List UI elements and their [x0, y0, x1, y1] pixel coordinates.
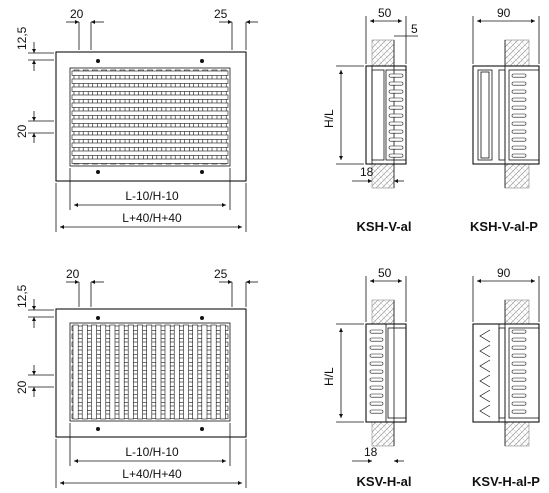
screw-hole: [200, 59, 204, 63]
section-depth: 50: [378, 266, 392, 280]
section-a-bottom: 50 H/L 18 KSV-H-al: [322, 266, 411, 489]
screw-hole: [96, 316, 100, 320]
dim-side-top: 12,5: [15, 26, 29, 50]
dim-side-top: 12,5: [15, 284, 29, 308]
grille-frame: [55, 51, 247, 182]
section-bottom: 18: [364, 445, 378, 459]
section-bottom: 18: [360, 165, 374, 179]
dim-side-blade: 20: [15, 124, 29, 138]
dim-outer: L+40/H+40: [122, 467, 182, 481]
blade-grid: [71, 324, 229, 420]
model-label: KSV-H-al: [357, 474, 412, 489]
blade-grid: [71, 69, 229, 165]
screw-hole: [96, 170, 100, 174]
model-label: KSV-H-al-P: [472, 474, 540, 489]
screw-hole: [96, 59, 100, 63]
section-height: H/L: [322, 109, 336, 128]
screw-hole: [96, 427, 100, 431]
section-offset: 5: [411, 22, 418, 36]
dim-inner: L-10/H-10: [125, 445, 179, 459]
grille-core: [69, 322, 231, 422]
section-depth: 90: [497, 6, 511, 20]
screw-hole: [200, 170, 204, 174]
model-label: KSH-V-al-P: [470, 219, 538, 234]
section-depth: 90: [497, 266, 511, 280]
section-b-top: 90 KSH-V-al-P: [470, 6, 540, 234]
front-view-bottom: 20 25 12,5 20 L-10/H-10 L+40/H+40: [15, 267, 258, 488]
dim-side-blade: 20: [15, 380, 29, 394]
screw-hole: [200, 316, 204, 320]
dim-left-top: 20: [66, 267, 80, 281]
screw-hole: [200, 427, 204, 431]
grille-frame: [55, 308, 247, 438]
dim-inner: L-10/H-10: [125, 189, 179, 203]
dim-outer: L+40/H+40: [122, 211, 182, 225]
front-view-top: 20 25 12,5 20 L-10/H-10 L+40/H+40: [15, 7, 258, 232]
dim-right-top: 25: [214, 7, 228, 21]
dim-right-top: 25: [214, 267, 228, 281]
dim-left-top: 20: [70, 7, 84, 21]
model-label: KSH-V-al: [357, 219, 412, 234]
section-a-top: 50 5 H/L 18 KSH-V-al: [322, 6, 418, 234]
grille-core: [69, 67, 231, 167]
section-height: H/L: [322, 367, 336, 386]
section-b-bottom: 90 KSV-H-al-P: [472, 266, 540, 489]
section-depth: 50: [378, 6, 392, 20]
